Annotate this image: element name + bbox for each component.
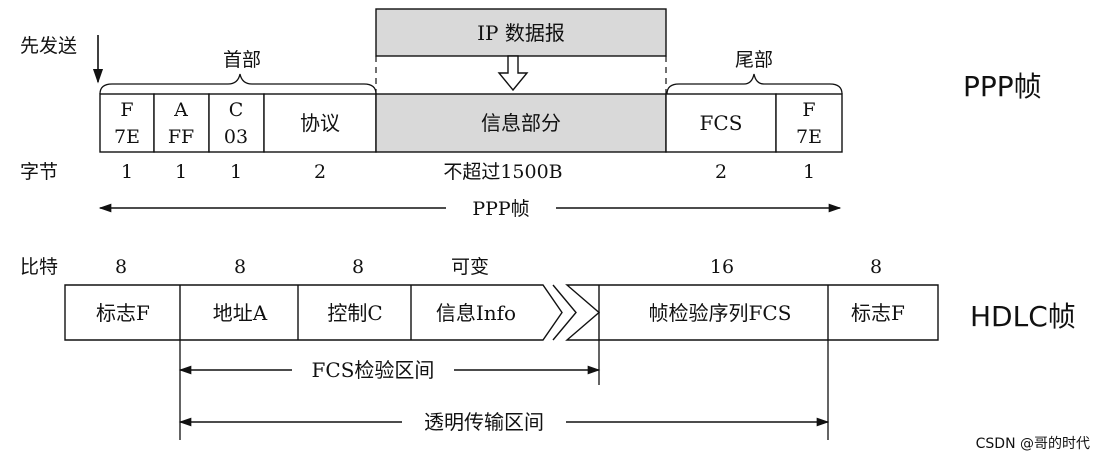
ppp-field-bytes: 1 [175, 161, 187, 183]
ppp-field-flag-end [775, 93, 843, 153]
ip-datagram-box [375, 8, 667, 57]
hdlc-field-label: 控制C [327, 301, 382, 325]
hdlc-field-bits: 16 [710, 256, 734, 278]
ppp-field-address [153, 93, 210, 153]
ppp-frame-diagram: 先发送 首部 尾部 IP 数据报 F 7E A FF C 03 协议 信息部分 … [20, 8, 1042, 220]
hdlc-field-label: 标志F [851, 301, 905, 325]
hdlc-field-label: 标志F [96, 301, 150, 325]
ppp-field-label: F [802, 99, 815, 121]
ppp-field-flag-start [99, 93, 155, 153]
ppp-field-label: FCS [700, 111, 743, 135]
ppp-field-information [375, 93, 667, 153]
hdlc-field-bits: 8 [115, 256, 127, 278]
ppp-span-label: PPP帧 [472, 198, 529, 220]
hdlc-field-bits: 8 [352, 256, 364, 278]
hdlc-frame-diagram: 比特 8 8 8 可变 16 8 标志F 地址A 控制C 信息Info 帧检验序… [20, 256, 1076, 440]
hdlc-field-label: 信息Info [436, 301, 516, 325]
ppp-field-bytes: 2 [314, 161, 326, 183]
ppp-field-value: 7E [796, 126, 822, 148]
ppp-field-bytes: 2 [715, 161, 727, 183]
send-first-label: 先发送 [20, 35, 77, 57]
ppp-field-bytes: 不超过1500B [443, 161, 562, 183]
bits-label: 比特 [20, 256, 58, 278]
hdlc-field-bits: 可变 [451, 256, 489, 278]
hdlc-side-label: HDLC帧 [970, 300, 1076, 333]
ppp-field-value: FF [168, 126, 194, 148]
encapsulation-arrow [497, 55, 529, 92]
hdlc-field-bits: 8 [234, 256, 246, 278]
ip-datagram-label: IP 数据报 [477, 21, 565, 45]
bytes-label: 字节 [20, 161, 58, 183]
ppp-field-bytes: 1 [121, 161, 133, 183]
csdn-watermark: CSDN @哥的时代 [976, 436, 1090, 452]
hdlc-break-chevron [552, 284, 577, 341]
ppp-field-label: C [229, 99, 244, 121]
hdlc-field-label: 地址A [213, 301, 268, 325]
ppp-side-label: PPP帧 [963, 70, 1042, 103]
hdlc-frame-left [64, 284, 563, 341]
ppp-field-label: 信息部分 [481, 111, 561, 135]
hdlc-field-label: 帧检验序列FCS [649, 301, 792, 325]
header-label: 首部 [223, 49, 261, 71]
ppp-field-bytes: 1 [230, 161, 242, 183]
trailer-label: 尾部 [735, 49, 773, 71]
ppp-field-value: 7E [114, 126, 140, 148]
header-brace [99, 73, 377, 95]
ppp-field-bytes: 1 [803, 161, 815, 183]
fcs-range-label: FCS检验区间 [312, 358, 435, 382]
trailer-brace [666, 73, 843, 95]
ppp-field-value: 03 [224, 126, 248, 148]
ppp-field-label: F [120, 99, 133, 121]
hdlc-frame-right [565, 284, 939, 341]
hdlc-field-bits: 8 [870, 256, 882, 278]
ppp-field-label: 协议 [300, 111, 340, 135]
transparent-range-label: 透明传输区间 [424, 410, 544, 434]
ppp-field-label: A [173, 99, 188, 121]
